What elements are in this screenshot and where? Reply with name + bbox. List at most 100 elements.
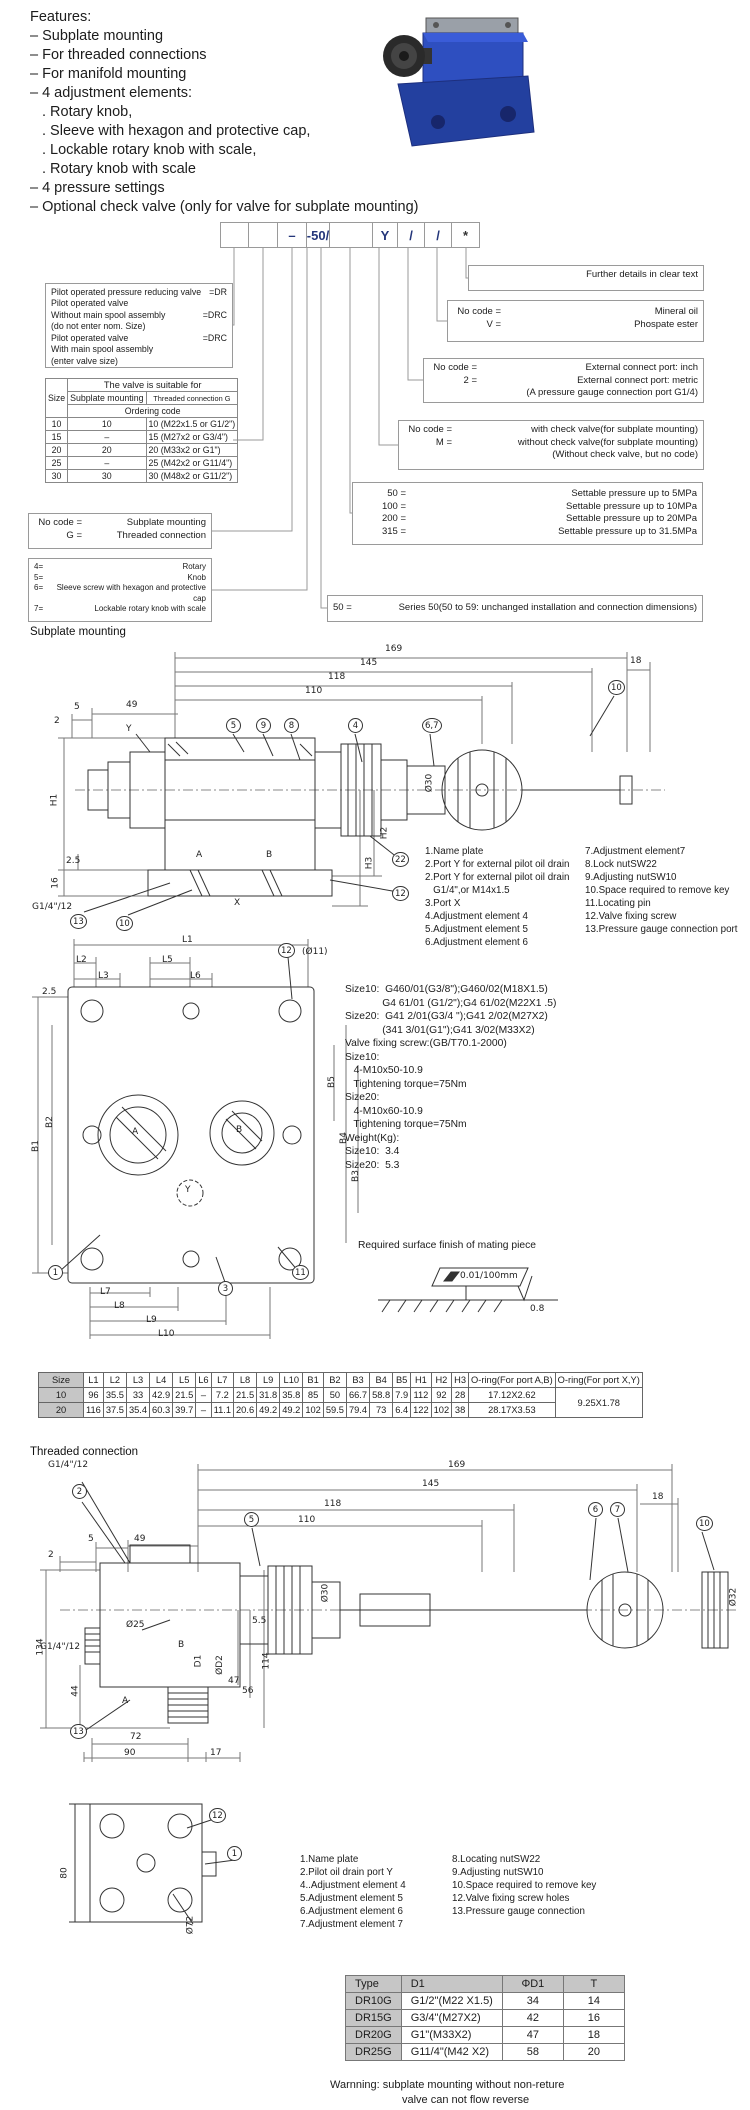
size-col-header: Size bbox=[44, 378, 69, 418]
row-code: No code = bbox=[433, 362, 477, 373]
dim-label: G1/4"/12 bbox=[32, 902, 73, 912]
row-code: 2 = bbox=[463, 374, 477, 386]
table-cell: 6.4 bbox=[392, 1402, 412, 1418]
dim-label: L6 bbox=[190, 971, 201, 981]
connect-port-row: 2 = External connect port: metric bbox=[429, 375, 698, 388]
table-cell: – bbox=[195, 1402, 212, 1418]
size-info-line: G4 61/01 (G1/2");G4 61/02(M22X1 .5) bbox=[345, 997, 557, 1009]
table-cell: 7.2 bbox=[210, 1387, 235, 1403]
table-cell: 21.5 bbox=[172, 1387, 197, 1403]
cell: 10 bbox=[67, 417, 147, 431]
surface-finish-note: Required surface finish of mating piece bbox=[358, 1240, 537, 1251]
table-cell: 38 bbox=[451, 1402, 470, 1418]
dim-label: 2.5 bbox=[42, 987, 57, 997]
dim-label: 118 bbox=[328, 672, 346, 682]
table-cell: 35.5 bbox=[102, 1387, 127, 1403]
col-header: B3 bbox=[345, 1372, 371, 1388]
row-code: G = bbox=[66, 529, 82, 541]
dim-label: L5 bbox=[162, 955, 173, 965]
size-info-line: Tightening torque=75Nm bbox=[345, 1119, 467, 1130]
surface-finish-symbol: 0.01/100mm 0.8 bbox=[370, 1256, 570, 1320]
table-cell: 92 bbox=[430, 1387, 453, 1403]
dim-label: D1 bbox=[193, 1654, 204, 1668]
dim-label: B5 bbox=[326, 1076, 337, 1088]
col-header: L9 bbox=[256, 1372, 281, 1388]
table-cell: DR10G bbox=[345, 1992, 402, 2010]
further-details-text: Further details in clear text bbox=[586, 269, 698, 280]
table-cell: DR25G bbox=[345, 2043, 402, 2061]
table-cell: 42.9 bbox=[149, 1387, 174, 1403]
feature-subitem: . Lockable rotary knob with scale, bbox=[42, 142, 257, 158]
dim-label: 17 bbox=[210, 1748, 222, 1758]
item-balloon-5: 5 bbox=[226, 718, 241, 733]
dim-label: 145 bbox=[422, 1479, 440, 1489]
dim-label: B1 bbox=[30, 1140, 41, 1152]
row-code bbox=[404, 449, 452, 462]
table-cell: 49.2 bbox=[256, 1402, 281, 1418]
dim-label: 145 bbox=[360, 658, 378, 668]
dim-label: B bbox=[178, 1640, 185, 1650]
dim-label: 44 bbox=[70, 1685, 81, 1697]
table-cell: 21.5 bbox=[233, 1387, 258, 1403]
table-cell: 73 bbox=[369, 1402, 394, 1418]
series-row: 50 =Series 50(50 to 59: unchanged instal… bbox=[333, 602, 697, 615]
row-label: =DR bbox=[209, 287, 227, 297]
item-balloon-13: 13 bbox=[70, 914, 87, 929]
row-label: Settable pressure up to 5MPa bbox=[571, 488, 697, 499]
dim-label: 56 bbox=[242, 1686, 254, 1696]
row-label: Settable pressure up to 10MPa bbox=[566, 500, 697, 512]
cell: 15 (M27x2 or G3/4") bbox=[145, 430, 239, 444]
row-label: (A pressure gauge connection port G1/4) bbox=[526, 387, 698, 399]
row-code: 7= bbox=[34, 604, 44, 614]
dim-label: 47 bbox=[228, 1676, 240, 1686]
col-header: B5 bbox=[392, 1372, 412, 1388]
part-item: 9.Adjusting nutSW10 bbox=[585, 872, 677, 883]
table-cell: 59.5 bbox=[322, 1402, 347, 1418]
valve-type-row: Pilot operated valve=DRC bbox=[51, 333, 227, 344]
row-label: External connect port: metric bbox=[577, 374, 698, 386]
row-code: No code = bbox=[408, 424, 452, 435]
dim-label: 18 bbox=[652, 1492, 664, 1502]
dim-label: Ø25 bbox=[126, 1620, 145, 1630]
table-cell: G1"(M33X2) bbox=[400, 2026, 503, 2044]
check-valve-box: No code = with check valve(for subplate m… bbox=[398, 420, 704, 470]
col-header: L7 bbox=[210, 1372, 235, 1388]
row-label: with check valve(for subplate mounting) bbox=[531, 424, 698, 435]
part-item: 12.Valve fixing screw holes bbox=[452, 1893, 570, 1904]
row-label: Threaded connection bbox=[116, 529, 206, 541]
code-cell-5 bbox=[330, 222, 373, 248]
adjustment-code-row: 6=Sleeve screw with hexagon and protecti… bbox=[34, 583, 206, 604]
table-cell: 58 bbox=[501, 2043, 564, 2061]
row-label: Phospate ester bbox=[634, 318, 698, 330]
part-item: 11.Locating pin bbox=[585, 898, 651, 909]
table-cell: 39.7 bbox=[172, 1402, 197, 1418]
table-cell: G1/2"(M22 X1.5) bbox=[400, 1992, 503, 2010]
warning-line-1: Warnning: subplate mounting without non-… bbox=[330, 2079, 565, 2091]
valve-type-row: (do not enter nom. Size) bbox=[51, 321, 227, 332]
dim-label: A bbox=[196, 850, 203, 860]
table-cell: 7.9 bbox=[392, 1387, 412, 1403]
dim-label: G1/4"/12 bbox=[48, 1460, 89, 1470]
table-cell: 42 bbox=[501, 2009, 564, 2027]
dim-label: 2 bbox=[54, 716, 60, 726]
table-cell: DR20G bbox=[345, 2026, 402, 2044]
features-list-b: . Rotary knob,. Sleeve with hexagon and … bbox=[30, 103, 418, 179]
features-list-a: – Subplate mounting– For threaded connec… bbox=[30, 27, 418, 103]
series-box: 50 =Series 50(50 to 59: unchanged instal… bbox=[327, 595, 703, 622]
feature-item: – 4 adjustment elements: bbox=[30, 85, 193, 101]
size-sub1: Subplate mounting bbox=[67, 391, 147, 405]
table-cell: 50 bbox=[322, 1387, 347, 1403]
part-item: 6.Adjustment element 6 bbox=[300, 1906, 403, 1917]
features-title: Features: bbox=[30, 9, 92, 25]
size-info-line: Size10: 3.4 bbox=[345, 1146, 400, 1157]
pressure-row: 100 =Settable pressure up to 10MPa bbox=[358, 501, 697, 514]
item-balloon-12: 12 bbox=[392, 886, 409, 901]
dim-label: 114 bbox=[261, 1652, 272, 1670]
